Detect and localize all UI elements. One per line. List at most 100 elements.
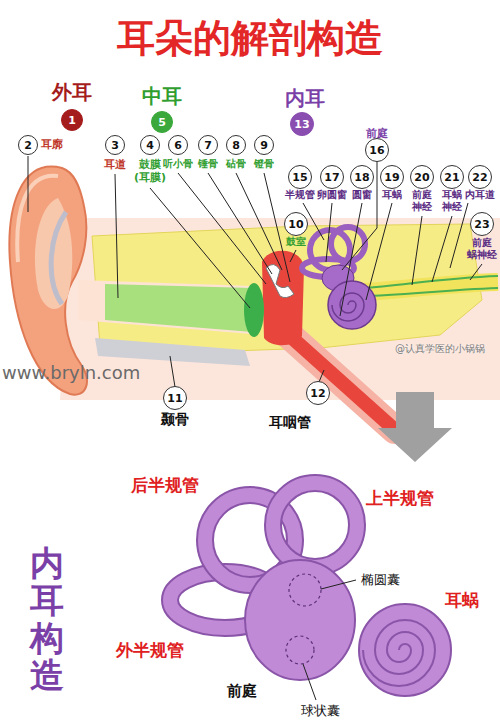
semicircular-canal xyxy=(331,227,365,261)
part-label: 耳道 xyxy=(104,158,126,171)
callout-circle: 17 xyxy=(320,165,344,189)
leader-line xyxy=(470,264,482,280)
part-label: www.bryln.com xyxy=(2,362,140,384)
part-label: 圆窗 xyxy=(352,189,372,201)
callout-circle: 20 xyxy=(410,165,434,189)
lower-bone xyxy=(95,338,250,366)
leader-line xyxy=(366,203,392,300)
callout-circle: 10 xyxy=(284,212,308,236)
callout-number: 17 xyxy=(324,172,339,183)
callout-number: 21 xyxy=(444,172,459,183)
part-label: 耳蜗 神经 xyxy=(440,189,464,213)
callout-circle: 9 xyxy=(254,135,274,155)
vestibule-large xyxy=(245,560,355,680)
leader-line xyxy=(170,356,175,387)
leader-line xyxy=(208,173,272,274)
callout-circle: 3 xyxy=(105,135,125,155)
diagram-title: 耳朵的解剖构造 xyxy=(0,16,500,62)
callout-number: 15 xyxy=(292,172,307,183)
part-label: 椭圆囊 xyxy=(361,572,400,588)
superior-canal xyxy=(273,483,357,567)
part-label: 前庭 xyxy=(227,682,257,700)
part-label: 半规管 xyxy=(285,189,315,201)
callout-circle: 7 xyxy=(198,135,218,155)
callout-circle: 12 xyxy=(306,381,330,405)
concha xyxy=(35,198,72,309)
part-label: 锤骨 xyxy=(198,158,218,170)
callout-number: 12 xyxy=(310,388,325,399)
part-label: 耳蜗 xyxy=(382,189,402,201)
part-label: 内耳道 xyxy=(465,189,495,201)
callout-circle: 5 xyxy=(151,111,173,133)
leader-line xyxy=(450,203,468,268)
leader-line xyxy=(28,156,29,212)
callout-number: 4 xyxy=(146,140,154,151)
part-label: @认真学医的小锅锅 xyxy=(395,343,485,355)
part-label: 鼓室 xyxy=(286,236,306,248)
ear-canal-outer xyxy=(78,280,252,334)
leader-line xyxy=(303,664,316,700)
part-label: 鼓膜 (耳膜) xyxy=(133,158,167,184)
part-label: 后半规管 xyxy=(131,475,199,495)
callout-circle: 18 xyxy=(350,165,374,189)
leader-line xyxy=(290,250,296,262)
part-label: 镫骨 xyxy=(254,158,274,170)
leader-line xyxy=(321,580,356,589)
callout-circle: 19 xyxy=(380,165,404,189)
ear-canal xyxy=(105,284,252,332)
callout-number: 23 xyxy=(474,219,489,230)
callout-number: 9 xyxy=(260,140,268,151)
callout-number: 16 xyxy=(369,145,384,156)
part-label: 前庭 xyxy=(366,127,388,140)
callout-number: 13 xyxy=(294,119,309,130)
part-label: 上半规管 xyxy=(366,488,434,508)
saccule xyxy=(286,636,314,664)
callout-circle: 2 xyxy=(18,135,38,155)
part-label: 外半规管 xyxy=(116,640,184,660)
callout-circle: 13 xyxy=(290,112,314,136)
callout-number: 1 xyxy=(68,115,76,126)
part-label: 听小骨 xyxy=(163,158,193,170)
part-label: 中耳 xyxy=(142,84,182,108)
callout-circle: 6 xyxy=(168,135,188,155)
part-label: 颞骨 xyxy=(161,411,189,428)
leader-line xyxy=(115,174,118,298)
section-title: 内耳构造 xyxy=(30,545,64,695)
callout-circle: 8 xyxy=(226,135,246,155)
leader-line xyxy=(432,216,452,282)
callout-number: 18 xyxy=(354,172,369,183)
leader-line xyxy=(150,188,250,308)
superior-canal-outline xyxy=(273,483,357,567)
callout-number: 19 xyxy=(384,172,399,183)
callout-number: 11 xyxy=(167,393,182,404)
callout-number: 2 xyxy=(24,140,32,151)
part-label: 砧骨 xyxy=(226,158,246,170)
callout-circle: 4 xyxy=(140,135,160,155)
zoom-arrow xyxy=(378,392,452,462)
cartilage xyxy=(51,212,66,304)
leader-line xyxy=(326,203,332,262)
part-label: 球状囊 xyxy=(301,703,340,719)
callout-number: 20 xyxy=(414,172,429,183)
cochlea-large xyxy=(359,604,451,696)
leader-line xyxy=(178,173,266,284)
part-label: 耳咽管 xyxy=(269,414,311,431)
part-label: 耳蜗 xyxy=(445,590,479,610)
part-label: 卵圆窗 xyxy=(317,189,347,201)
callout-circle: 15 xyxy=(288,165,312,189)
callout-circle: 16 xyxy=(365,138,389,162)
auricle xyxy=(9,167,86,395)
part-label: 前庭 蜗神经 xyxy=(467,237,498,261)
callout-circle: 23 xyxy=(470,212,494,236)
callout-number: 3 xyxy=(111,140,119,151)
middle-ear-cavity xyxy=(262,251,304,346)
callout-circle: 11 xyxy=(163,386,187,410)
callout-number: 7 xyxy=(204,140,212,151)
callout-number: 22 xyxy=(472,172,487,183)
cochlea-large-spiral xyxy=(363,620,435,686)
callout-number: 10 xyxy=(288,219,303,230)
callout-circle: 21 xyxy=(440,165,464,189)
callout-circle: 22 xyxy=(468,165,492,189)
utricle xyxy=(289,574,321,606)
